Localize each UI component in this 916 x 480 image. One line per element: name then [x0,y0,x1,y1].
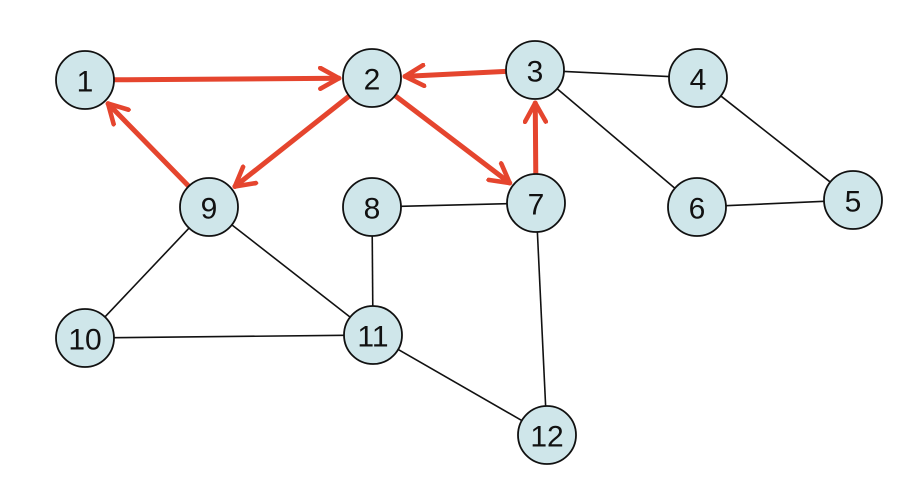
node-1: 1 [55,50,115,110]
arrow-2-to-7 [392,93,513,186]
node-circle [823,170,883,230]
directed-edges-layer [105,71,536,190]
node-label: 11 [357,321,388,354]
node-label: 9 [201,193,218,226]
node-circle [343,305,403,365]
node-circle [668,48,728,108]
node-circle [342,177,402,237]
edge-10-11 [113,334,345,339]
node-8: 8 [342,177,402,237]
node-10: 10 [55,308,115,368]
node-label: 4 [690,64,707,97]
node-label: 5 [845,186,862,219]
node-circle [517,405,577,465]
edge-11-12 [397,348,523,422]
node-circle [506,173,566,233]
arrow-7-to-3 [535,100,536,177]
arrow-3-to-2 [402,71,509,76]
node-circle [667,177,727,237]
arrow-9-to-1 [105,101,192,189]
edges-layer [104,70,831,422]
node-label: 2 [364,64,381,97]
node-2: 2 [342,48,402,108]
node-label: 1 [77,66,94,99]
arrow-1-to-2 [111,78,342,80]
node-label: 3 [527,56,544,89]
edge-8-11 [371,235,374,307]
node-circle [505,40,565,100]
node-label: 6 [689,193,706,226]
node-6: 6 [667,177,727,237]
node-7: 7 [506,173,566,233]
node-label: 10 [68,324,101,357]
node-3: 3 [505,40,565,100]
node-circle [55,50,115,110]
node-11: 11 [343,305,403,365]
node-label: 7 [528,189,545,222]
edge-3-4 [563,70,670,78]
node-12: 12 [517,405,577,465]
edge-6-5 [725,200,825,207]
node-label: 12 [530,421,563,454]
node-circle [179,177,239,237]
node-circle [55,308,115,368]
edge-4-5 [720,95,831,183]
node-circle [342,48,402,108]
node-4: 4 [668,48,728,108]
edge-9-11 [231,224,351,318]
arrow-2-to-9 [232,93,352,190]
edge-3-6 [556,88,676,189]
edge-7-12 [536,231,547,407]
node-5: 5 [823,170,883,230]
edge-9-10 [104,227,190,318]
node-9: 9 [179,177,239,237]
node-label: 8 [364,193,381,226]
edge-8-7 [400,202,508,208]
